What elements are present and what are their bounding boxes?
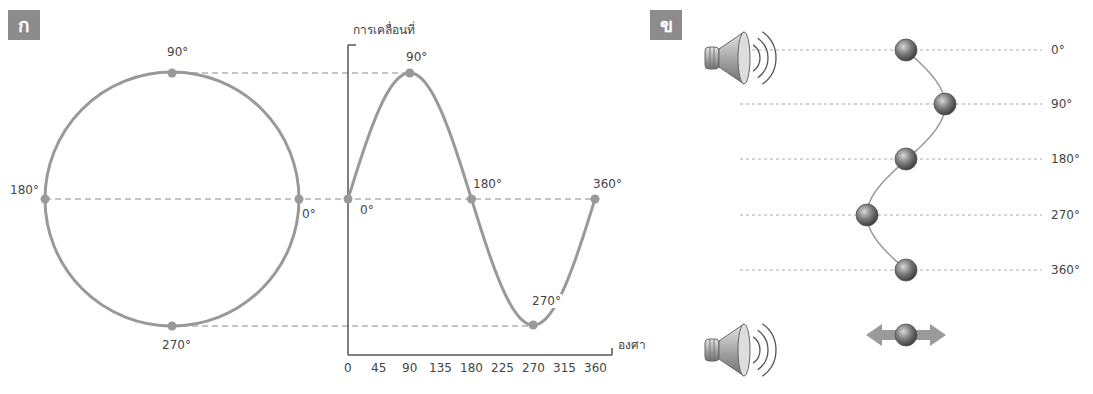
double-arrow bbox=[866, 324, 946, 346]
x-axis bbox=[348, 354, 612, 356]
angle-point bbox=[344, 195, 353, 204]
sound-wave bbox=[753, 337, 760, 363]
angle-label: 270° bbox=[531, 294, 562, 308]
angle-label: 270° bbox=[161, 338, 192, 352]
sine-curve bbox=[348, 73, 595, 325]
phase-line bbox=[740, 159, 1042, 160]
angle-point bbox=[168, 322, 177, 331]
wave-path bbox=[867, 50, 945, 270]
speaker-magnet bbox=[705, 339, 719, 361]
speaker-magnet bbox=[705, 47, 719, 69]
axis-end bbox=[611, 348, 613, 355]
tick-label: 135 bbox=[428, 361, 453, 375]
sound-wave bbox=[758, 38, 768, 77]
angle-point bbox=[168, 69, 177, 78]
speaker-rim bbox=[738, 324, 750, 376]
sound-wave bbox=[762, 32, 776, 84]
axis-label: การเคลื่อนที่ bbox=[352, 23, 416, 37]
sound-wave bbox=[762, 324, 776, 376]
angle-label: 270° bbox=[1050, 208, 1081, 222]
angle-point bbox=[41, 195, 50, 204]
axis-end bbox=[348, 44, 356, 46]
projection-line bbox=[172, 326, 533, 327]
tick-label: 225 bbox=[490, 361, 515, 375]
particle bbox=[895, 259, 917, 281]
tick-label: 270 bbox=[521, 361, 546, 375]
angle-point bbox=[591, 195, 600, 204]
phase-line bbox=[740, 50, 1042, 51]
projection-line bbox=[172, 73, 410, 74]
angle-point bbox=[529, 321, 538, 330]
particle bbox=[895, 324, 917, 346]
angle-label: 180° bbox=[9, 183, 40, 197]
angle-point bbox=[295, 195, 304, 204]
angle-label: 180° bbox=[472, 177, 503, 191]
angle-label: 360° bbox=[592, 177, 623, 191]
phase-line bbox=[740, 104, 1042, 105]
tick-label: 315 bbox=[552, 361, 577, 375]
tick-label: 0 bbox=[343, 361, 353, 375]
speaker-ring bbox=[710, 339, 711, 361]
speaker-ring bbox=[710, 47, 711, 69]
tick-label: 360 bbox=[583, 361, 608, 375]
speaker-ring bbox=[714, 339, 715, 361]
particle bbox=[856, 204, 878, 226]
angle-label: 90° bbox=[405, 50, 428, 64]
angle-label: 90° bbox=[1050, 97, 1073, 111]
particle bbox=[934, 93, 956, 115]
angle-label: 0° bbox=[301, 207, 317, 221]
sound-wave bbox=[753, 45, 760, 71]
angle-point bbox=[405, 69, 414, 78]
panel-letter: ก bbox=[18, 14, 30, 36]
angle-label: 90° bbox=[166, 45, 189, 59]
tick-label: 90 bbox=[401, 361, 418, 375]
axis-label: องศา bbox=[617, 338, 647, 352]
tick-label: 45 bbox=[370, 361, 387, 375]
speaker-rim bbox=[738, 32, 750, 84]
angle-label: 360° bbox=[1050, 263, 1081, 277]
particle bbox=[895, 39, 917, 61]
projection-line bbox=[45, 199, 595, 200]
angle-label: 0° bbox=[1050, 43, 1066, 57]
speaker-ring bbox=[714, 47, 715, 69]
panel-tag: ก bbox=[8, 10, 40, 40]
angle-label: 180° bbox=[1050, 152, 1081, 166]
phase-line bbox=[740, 215, 1042, 216]
particle bbox=[895, 148, 917, 170]
panel-letter: ข bbox=[660, 14, 673, 36]
angle-label: 0° bbox=[359, 203, 375, 217]
tick-label: 180 bbox=[459, 361, 484, 375]
sound-wave bbox=[758, 330, 768, 369]
angle-point bbox=[467, 195, 476, 204]
reference-circle bbox=[45, 72, 299, 326]
phase-line bbox=[740, 270, 1042, 271]
panel-tag: ข bbox=[650, 10, 682, 40]
